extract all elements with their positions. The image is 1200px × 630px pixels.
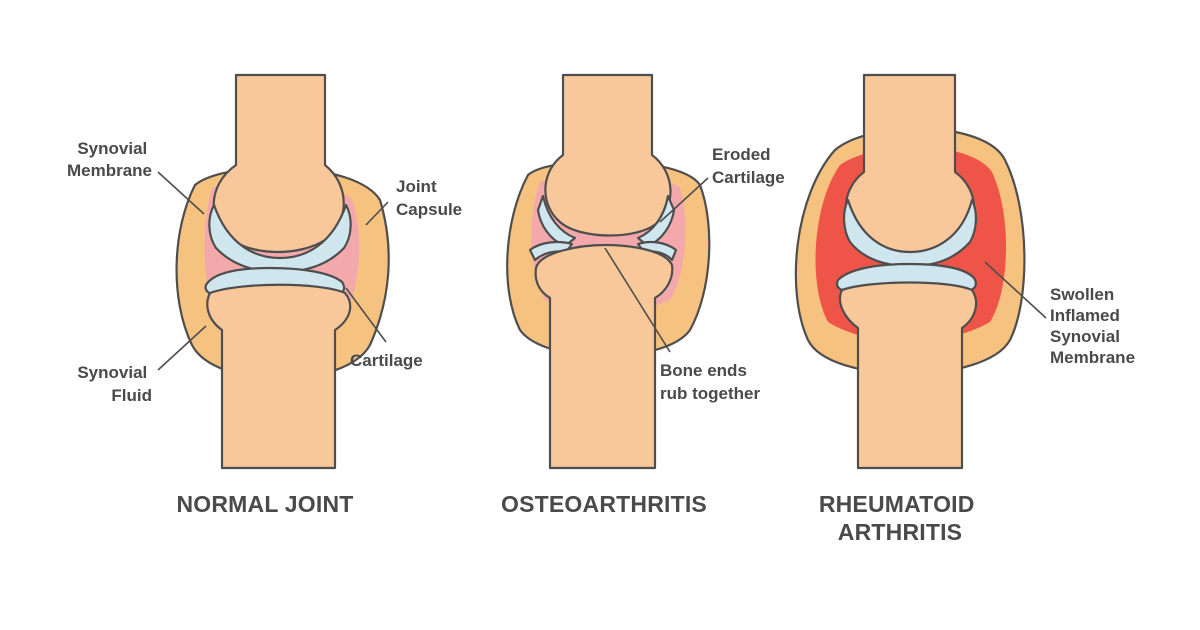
oa-upper-bone bbox=[544, 73, 672, 237]
normal-upper-cartilage bbox=[208, 203, 352, 274]
joint-capsule-label: Joint Capsule bbox=[396, 177, 462, 219]
synovial-fluid-label: Synovial Fluid bbox=[77, 363, 152, 405]
osteoarthritis-caption: OSTEOARTHRITIS bbox=[501, 491, 707, 517]
eroded-cartilage-label: Eroded Cartilage bbox=[712, 145, 785, 187]
swollen-membrane-label: Swollen Inflamed Synovial Membrane bbox=[1050, 285, 1135, 367]
normal-membrane-leader bbox=[157, 171, 205, 215]
swollen-membrane-leader bbox=[984, 261, 1047, 319]
normal-joint: Synovial Membrane Joint Capsule Synovial… bbox=[67, 73, 462, 517]
eroded-cartilage-leader bbox=[659, 177, 709, 223]
rheumatoid-joint: Swollen Inflamed Synovial Membrane RHEUM… bbox=[794, 73, 1135, 545]
bone-ends-label: Bone ends rub together bbox=[660, 361, 760, 403]
osteoarthritis-joint: Eroded Cartilage Bone ends rub together … bbox=[501, 73, 785, 517]
normal-joint-caption: NORMAL JOINT bbox=[176, 491, 353, 517]
normal-upper-bone bbox=[212, 73, 345, 254]
normal-fluid-leader bbox=[157, 325, 207, 371]
ra-upper-bone bbox=[844, 73, 976, 256]
rheumatoid-arthritis-caption: RHEUMATOID ARTHRITIS bbox=[819, 491, 981, 545]
normal-capsule-leader bbox=[365, 201, 389, 226]
bone-ends-leader bbox=[604, 247, 671, 353]
synovial-membrane-label: Synovial Membrane bbox=[67, 139, 152, 180]
ra-upper-cartilage bbox=[843, 198, 977, 268]
ra-lower-bone bbox=[838, 281, 978, 470]
normal-cartilage-leader bbox=[345, 287, 387, 343]
cartilage-label: Cartilage bbox=[350, 351, 423, 370]
oa-lower-bone bbox=[534, 243, 674, 470]
normal-lower-bone bbox=[206, 283, 352, 470]
